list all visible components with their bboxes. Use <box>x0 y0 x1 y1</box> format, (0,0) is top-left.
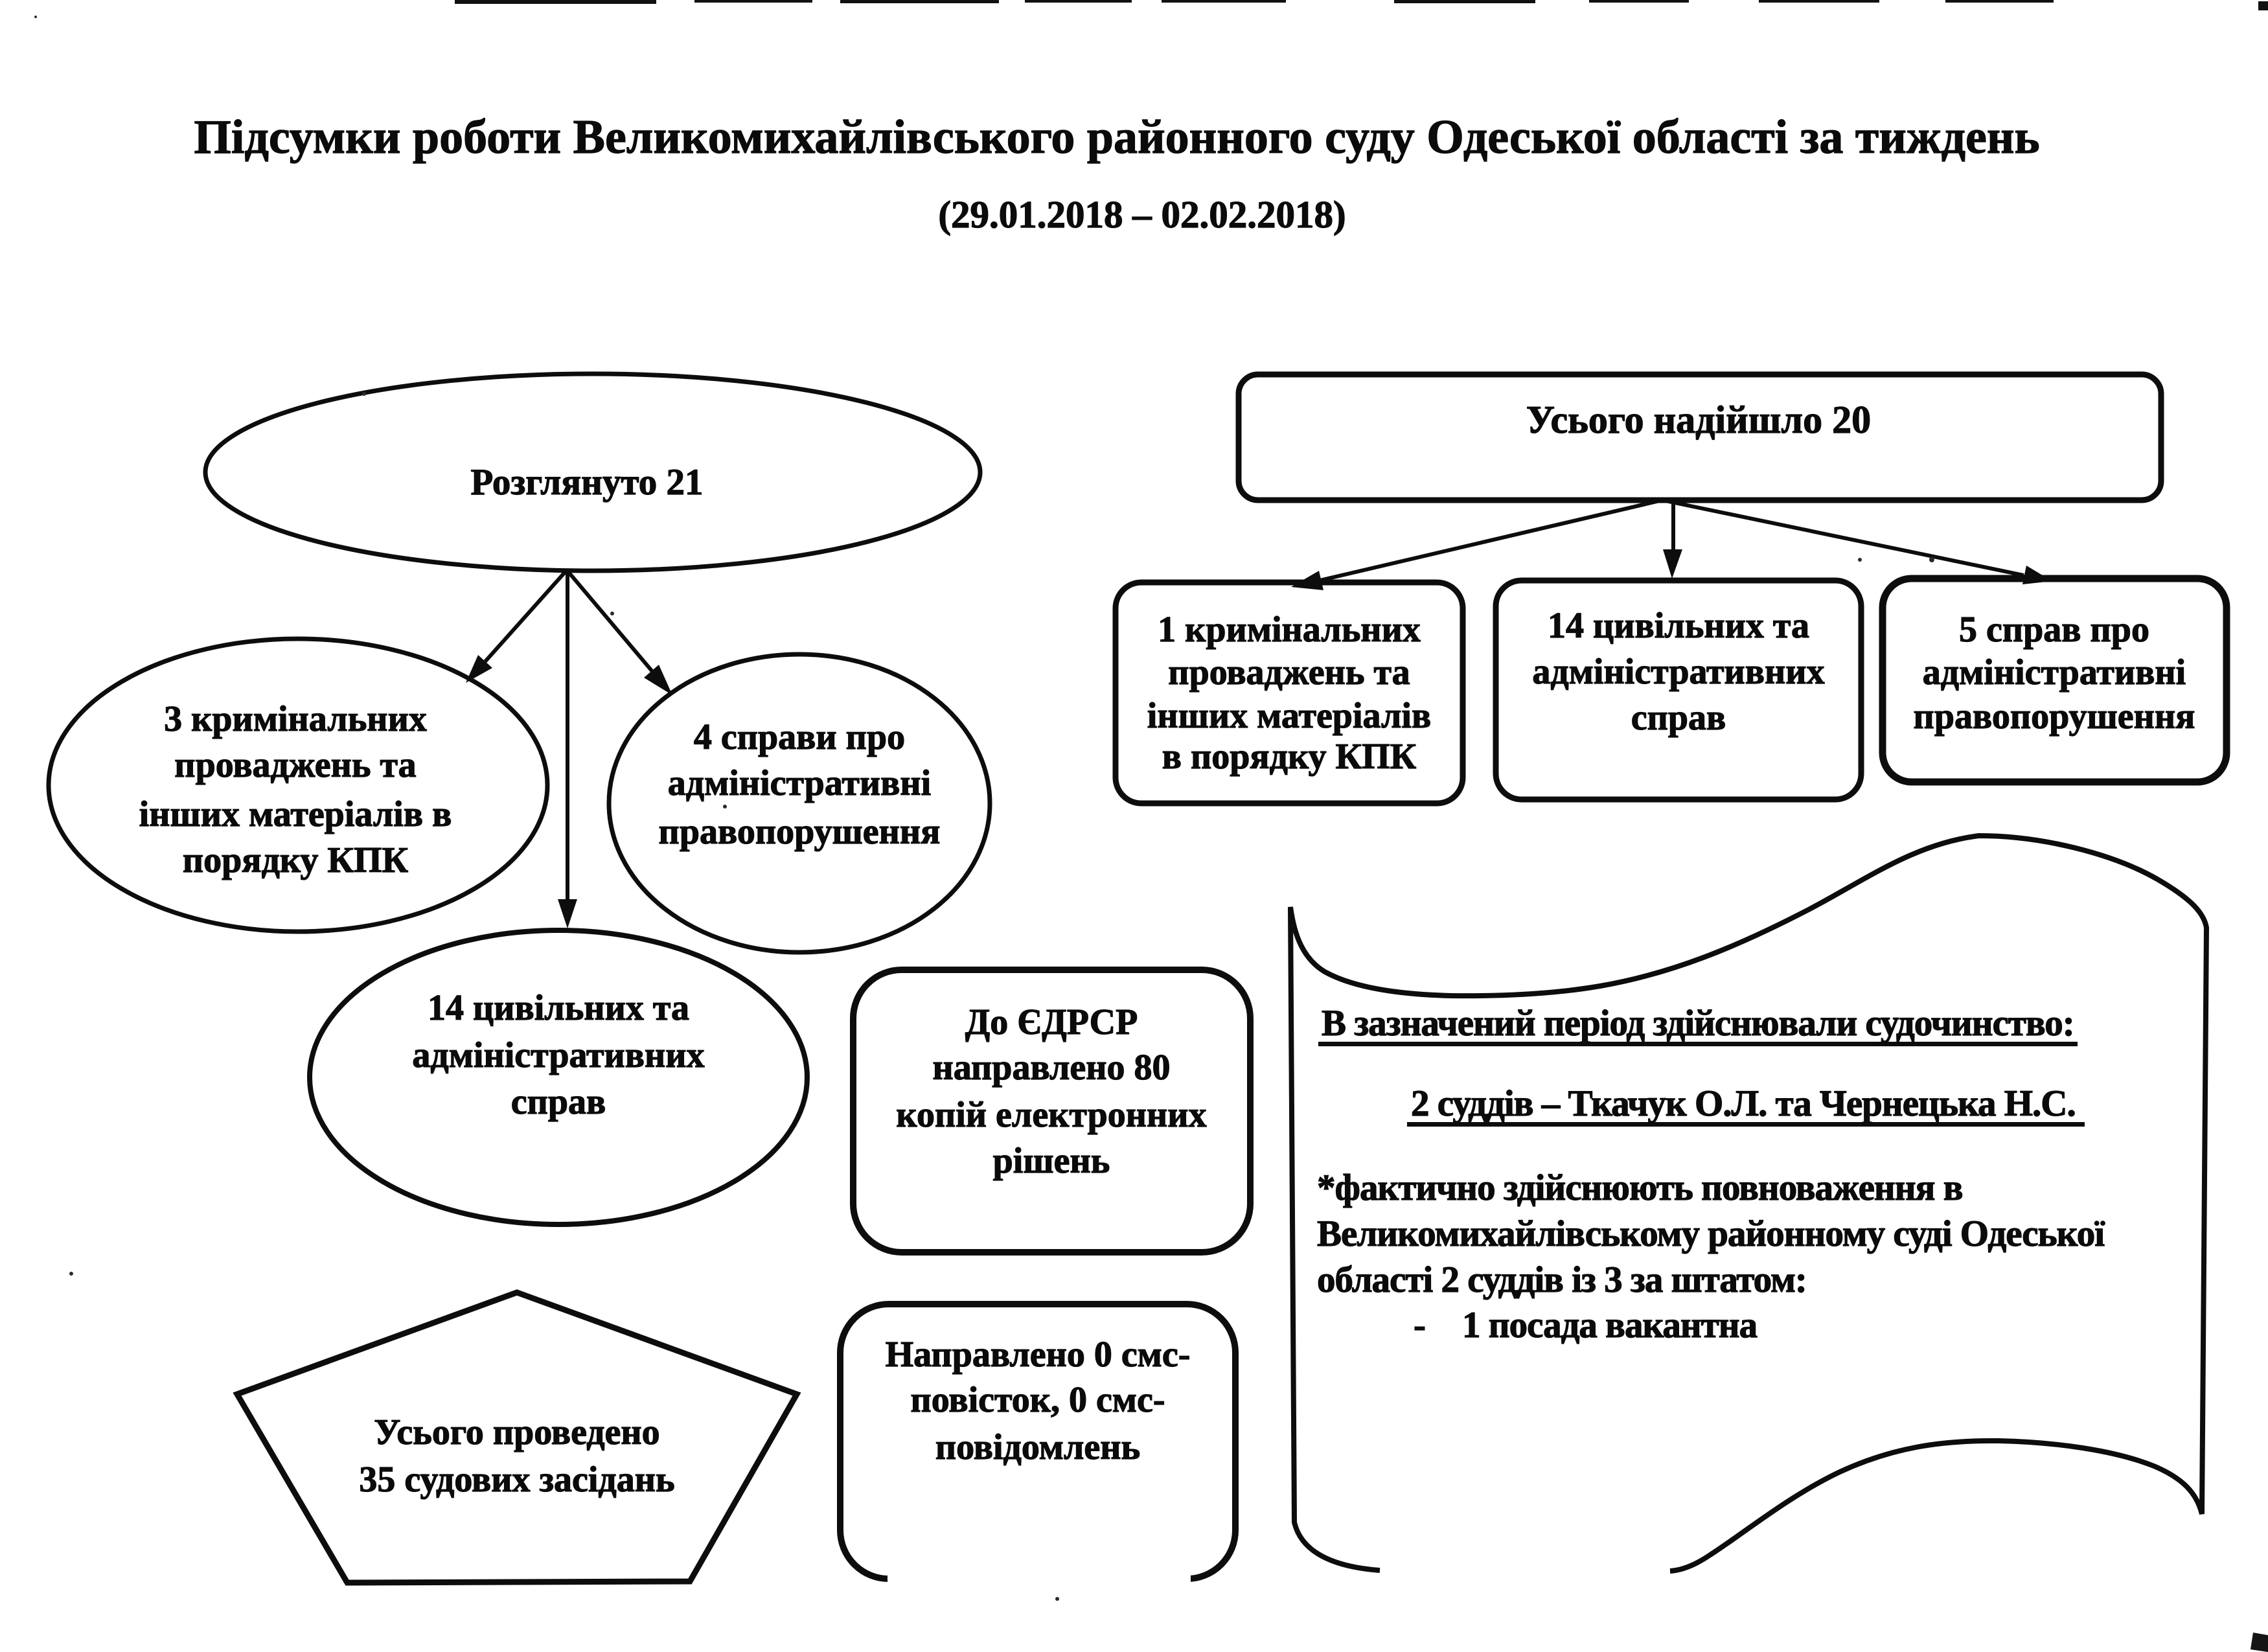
svg-text:Направлено 0 смс-: Направлено 0 смс- <box>886 1335 1191 1375</box>
svg-text:області 2 суддів із 3 за штато: області 2 суддів із 3 за штатом: <box>1317 1259 1807 1300</box>
svg-text:14 цивільних та: 14 цивільних та <box>1548 606 1809 646</box>
svg-text:правопорушення: правопорушення <box>1914 696 2195 737</box>
svg-text:Розглянуто 21: Розглянуто 21 <box>471 462 704 503</box>
svg-text:повідомлень: повідомлень <box>935 1427 1140 1467</box>
svg-text:проваджень та: проваджень та <box>1168 652 1410 693</box>
svg-text:справ: справ <box>1631 698 1726 738</box>
svg-text:4 справи про: 4 справи про <box>694 717 905 757</box>
svg-text:2 суддів – Ткачук О.Л. та Чер: 2 суддів – Ткачук О.Л. та Чернецька Н.С. <box>1411 1083 2076 1124</box>
svg-text:адміністративних: адміністративних <box>1532 652 1824 692</box>
svg-text:правопорушення: правопорушення <box>659 812 941 852</box>
svg-text:35 судових засідань: 35 судових засідань <box>359 1460 674 1500</box>
svg-text:В зазначений період здійснювал: В зазначений період здійснювали судочинс… <box>1322 1003 2074 1044</box>
svg-text:Усього надійшло 20: Усього надійшло 20 <box>1526 398 1871 441</box>
svg-text:інших матеріалів: інших матеріалів <box>1147 696 1431 736</box>
svg-text:Усього проведено: Усього проведено <box>374 1412 659 1452</box>
svg-text:*фактично здійснюють повноваже: *фактично здійснюють повноваження в <box>1317 1167 1962 1208</box>
svg-text:адміністративні: адміністративні <box>1923 652 2186 693</box>
svg-text:Підсумки роботи Великомихайлів: Підсумки роботи Великомихайлівського рай… <box>194 111 2039 164</box>
svg-text:інших матеріалів в: інших матеріалів в <box>139 794 452 834</box>
svg-text:проваджень та: проваджень та <box>174 745 416 785</box>
svg-text:повісток, 0 смс-: повісток, 0 смс- <box>910 1380 1165 1420</box>
svg-text:1 кримінальних: 1 кримінальних <box>1158 610 1421 650</box>
svg-text:1 посада вакантна: 1 посада вакантна <box>1462 1305 1758 1346</box>
svg-text:-: - <box>1414 1305 1425 1346</box>
svg-text:направлено 80: направлено 80 <box>933 1048 1171 1088</box>
svg-text:5 справ про: 5 справ про <box>1959 610 2149 650</box>
svg-text:адміністративні: адміністративні <box>668 763 931 803</box>
svg-text:3 кримінальних: 3 кримінальних <box>164 699 427 739</box>
svg-text:справ: справ <box>511 1082 606 1122</box>
svg-text:в порядку КПК: в порядку КПК <box>1162 737 1417 777</box>
svg-text:копій електронних: копій електронних <box>896 1095 1206 1135</box>
svg-text:Великомихайлівському районному: Великомихайлівському районному суді Одес… <box>1317 1213 2105 1254</box>
svg-text:До ЄДРСР: До ЄДРСР <box>965 1002 1138 1042</box>
svg-text:(29.01.2018 – 02.02.2018): (29.01.2018 – 02.02.2018) <box>938 193 1346 236</box>
svg-text:14 цивільних та: 14 цивільних та <box>428 988 689 1028</box>
svg-text:порядку КПК: порядку КПК <box>183 840 409 880</box>
svg-text:адміністративних: адміністративних <box>412 1035 704 1075</box>
svg-text:рішень: рішень <box>993 1141 1110 1181</box>
